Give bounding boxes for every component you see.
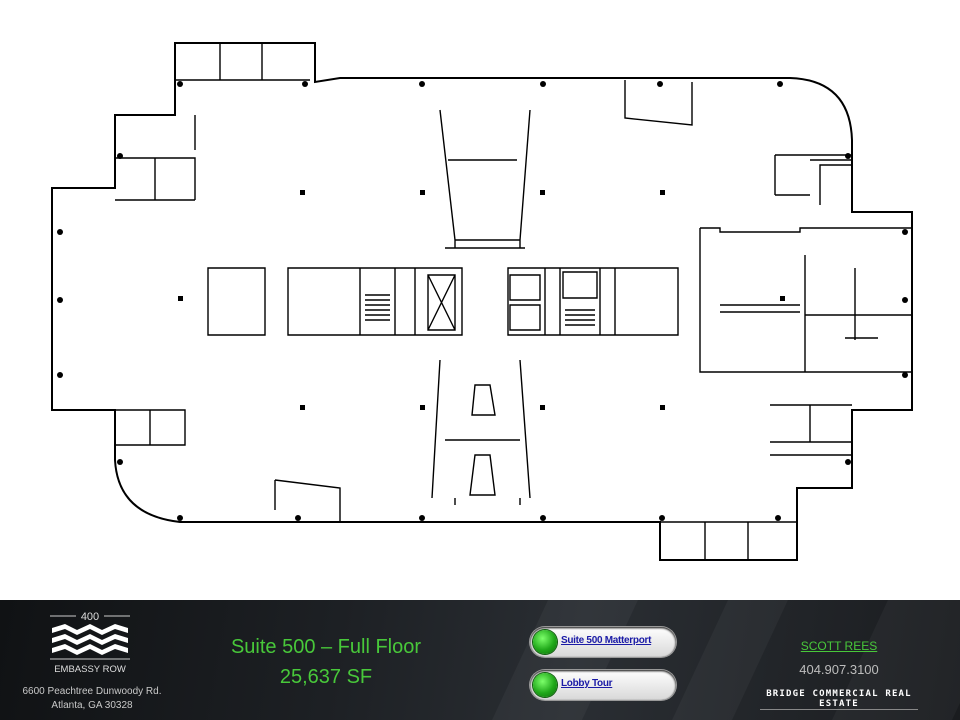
- lobby-tour-link-button[interactable]: Lobby Tour: [530, 670, 676, 700]
- company-name: BRIDGE COMMERCIAL REAL ESTATE: [760, 689, 918, 710]
- contact-name[interactable]: SCOTT REES: [800, 639, 878, 653]
- logo-name: EMBASSY ROW: [54, 664, 126, 675]
- floor-outline: [51, 42, 913, 561]
- suite-title: Suite 500 – Full Floor: [230, 636, 422, 658]
- building-logo: 400 EMBASSY ROW: [50, 611, 130, 675]
- address-line-1: 6600 Peachtree Dunwoody Rd.: [22, 686, 162, 697]
- matterport-link-button[interactable]: Suite 500 Matterport: [530, 627, 676, 657]
- lobby-tour-link[interactable]: Lobby Tour: [561, 678, 613, 689]
- green-orb-icon: [533, 630, 557, 654]
- logo-number: 400: [81, 611, 99, 623]
- matterport-link[interactable]: Suite 500 Matterport: [561, 635, 652, 646]
- address-line-2: Atlanta, GA 30328: [51, 700, 133, 711]
- footer-bar: 400 EMBASSY ROW 6600 Peachtree Dunwoody …: [0, 600, 960, 720]
- background-shard: [492, 600, 638, 720]
- suite-area: 25,637 SF: [279, 666, 373, 688]
- floor-plan: [51, 42, 913, 561]
- contact-phone: 404.907.3100: [799, 662, 879, 677]
- green-orb-icon: [533, 673, 557, 697]
